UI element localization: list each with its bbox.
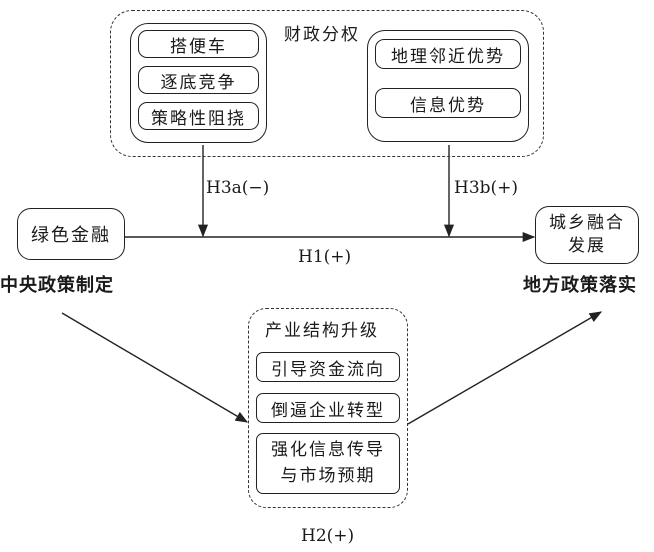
green-finance-node: 绿色金融 [17, 208, 125, 260]
fiscal-left-item-2: 逐底竞争 [138, 66, 259, 94]
fiscal-right-item-1: 地理邻近优势 [375, 39, 521, 69]
industry-item-3-line-1: 强化信息传导 [271, 440, 385, 460]
fiscal-left-item-3: 策略性阻挠 [138, 102, 259, 130]
fiscal-decentralization-group [110, 10, 544, 157]
urban-rural-line-1: 城乡融合 [549, 213, 625, 234]
h3a-label: H3a(−) [206, 178, 270, 198]
urban-rural-line-2: 发展 [568, 236, 606, 256]
fiscal-right-item-2: 信息优势 [375, 88, 521, 118]
industry-item-2: 倒逼企业转型 [256, 393, 400, 423]
h1-label: H1(+) [298, 247, 352, 267]
h2-arrow-in [61, 312, 249, 423]
h2-arrow-out [407, 311, 603, 425]
fiscal-decentralization-title: 财政分权 [282, 25, 362, 45]
local-policy-caption: 地方政策落实 [523, 275, 637, 296]
industrial-upgrade-title: 产业结构升级 [265, 321, 379, 341]
fiscal-left-item-1: 搭便车 [138, 30, 259, 58]
h3b-label: H3b(+) [454, 178, 519, 198]
h2-label: H2(+) [301, 526, 355, 546]
industry-item-3-line-2: 与市场预期 [280, 465, 376, 486]
industry-item-1: 引导资金流向 [256, 352, 400, 382]
urban-rural-integration-node: 城乡融合 发展 [535, 206, 639, 264]
industrial-upgrade-group [248, 308, 408, 508]
central-policy-caption: 中央政策制定 [0, 275, 114, 296]
industry-item-3: 强化信息传导 与市场预期 [256, 433, 400, 494]
